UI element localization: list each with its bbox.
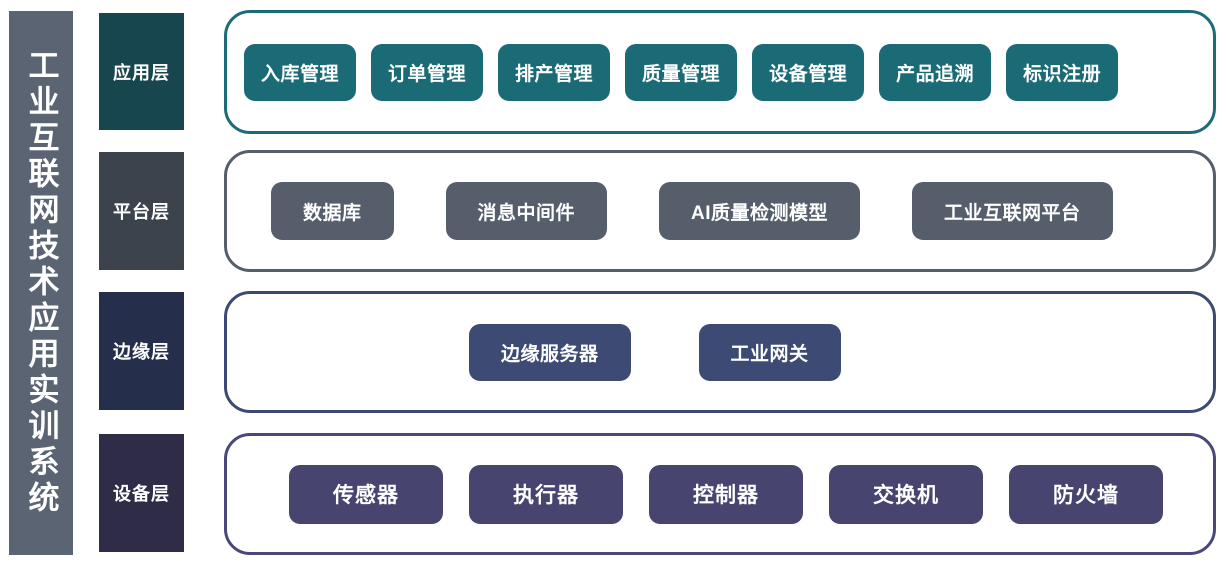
system-title-bar: 工业互联网技术应用实训系统 (9, 11, 73, 555)
layer-container-device: 传感器 执行器 控制器 交换机 防火墙 (224, 433, 1216, 555)
layer-container-application: 入库管理 订单管理 排产管理 质量管理 设备管理 产品追溯 标识注册 (224, 10, 1216, 134)
module-pill[interactable]: 质量管理 (625, 43, 738, 101)
module-pill[interactable]: 边缘服务器 (469, 323, 631, 381)
module-pill[interactable]: 数据库 (271, 182, 394, 240)
layer-row-device: 设备层 传感器 执行器 控制器 交换机 防火墙 (0, 428, 1226, 560)
layer-tag-device: 设备层 (99, 434, 184, 552)
module-pill[interactable]: 排产管理 (498, 43, 611, 101)
module-pill[interactable]: 防火墙 (1009, 464, 1163, 524)
layer-tag-edge: 边缘层 (99, 292, 184, 410)
layer-row-application: 应用层 入库管理 订单管理 排产管理 质量管理 设备管理 产品追溯 标识注册 (0, 6, 1226, 136)
module-pill[interactable]: AI质量检测模型 (659, 182, 861, 240)
layer-tag-platform: 平台层 (99, 152, 184, 270)
module-pill[interactable]: 交换机 (829, 464, 983, 524)
module-pill[interactable]: 产品追溯 (879, 43, 992, 101)
module-pill[interactable]: 订单管理 (371, 43, 484, 101)
layer-row-edge: 边缘层 边缘服务器 工业网关 (0, 286, 1226, 418)
layer-row-platform: 平台层 数据库 消息中间件 AI质量检测模型 工业互联网平台 (0, 145, 1226, 277)
module-pill[interactable]: 传感器 (289, 464, 443, 524)
module-pill[interactable]: 执行器 (469, 464, 623, 524)
module-pill[interactable]: 工业网关 (698, 323, 841, 381)
module-pill[interactable]: 设备管理 (752, 43, 865, 101)
system-title-text: 工业互联网技术应用实训系统 (23, 49, 59, 517)
layer-tag-application: 应用层 (99, 13, 184, 130)
module-pill[interactable]: 标识注册 (1006, 43, 1119, 101)
layer-container-platform: 数据库 消息中间件 AI质量检测模型 工业互联网平台 (224, 150, 1216, 272)
module-pill[interactable]: 控制器 (649, 464, 803, 524)
module-pill[interactable]: 入库管理 (244, 43, 357, 101)
layer-container-edge: 边缘服务器 工业网关 (224, 291, 1216, 413)
module-pill[interactable]: 工业互联网平台 (912, 182, 1113, 240)
module-pill[interactable]: 消息中间件 (445, 182, 608, 240)
